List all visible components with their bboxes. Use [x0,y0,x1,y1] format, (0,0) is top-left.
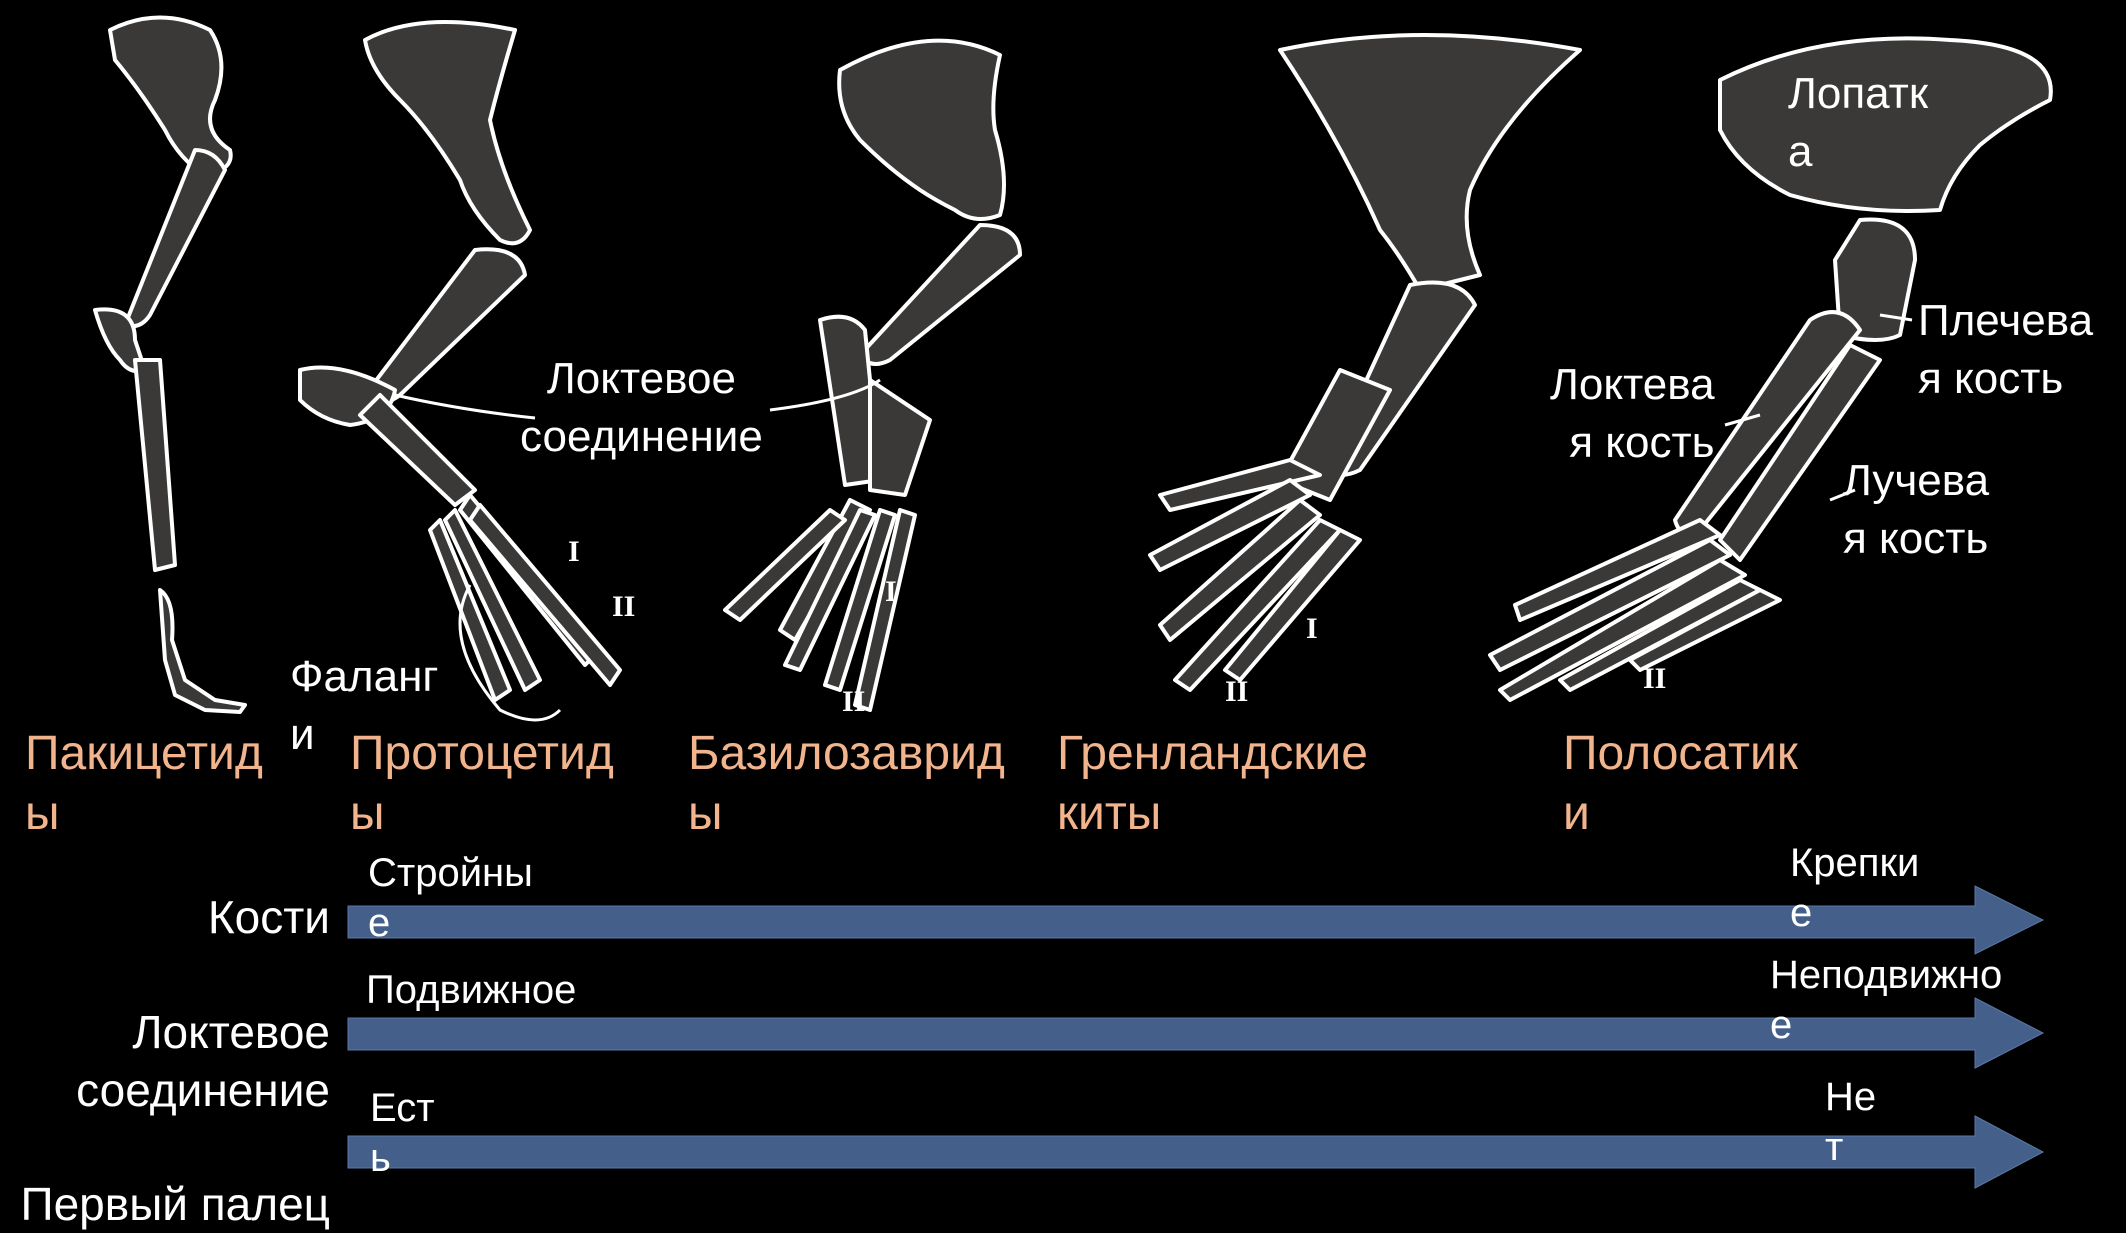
first-digit-arrow [348,1116,2043,1188]
first-digit-end-label: Не т [1825,1072,1876,1172]
bones-start-label: Стройны е [368,848,533,948]
row-label-bones: Кости [150,888,330,946]
digit-one-label-basilosaurid: I [885,575,897,609]
first-digit-start-label: Ест ь [370,1083,435,1183]
taxon-rorquals: Полосатик и [1563,724,1798,844]
scapula-label: Лопатк а [1788,65,1928,181]
row-label-elbow-joint: Локтевое соединение [40,1003,330,1119]
digit-two-label-rorqual: II [1643,662,1666,696]
digit-one-label-bowhead: I [1306,612,1318,646]
bowhead-limb [1150,35,1580,690]
radius-label: Лучева я кость [1843,452,1989,568]
pakicetid-limb [95,18,245,713]
humerus-label: Плечева я кость [1918,292,2093,408]
digit-two-label-bowhead: II [1225,675,1248,709]
elbow-start-label: Подвижное [366,965,576,1015]
digit-one-label-protocetid: I [568,535,580,569]
bones-arrow [348,886,2043,954]
elbow-end-label: Неподвижно е [1770,950,2002,1050]
taxon-pakicetids: Пакицетид ы [25,724,263,844]
basilosaurid-limb [725,41,1020,710]
digit-two-label-basilosaurid: II [842,685,865,719]
bones-end-label: Крепки е [1790,838,1919,938]
ulna-label: Локтева я кость [1550,356,1715,472]
row-label-first-digit: Первый палец [0,1175,330,1233]
digit-two-label-protocetid: II [612,590,635,624]
taxon-basilosaurids: Базилозаврид ы [688,724,1005,844]
taxon-protocetids: Протоцетид ы [350,724,614,844]
elbow-joint-pointer [395,395,535,418]
taxon-bowhead-whales: Гренландские киты [1057,724,1368,844]
elbow-joint-label: Локтевое соединение [520,350,763,466]
